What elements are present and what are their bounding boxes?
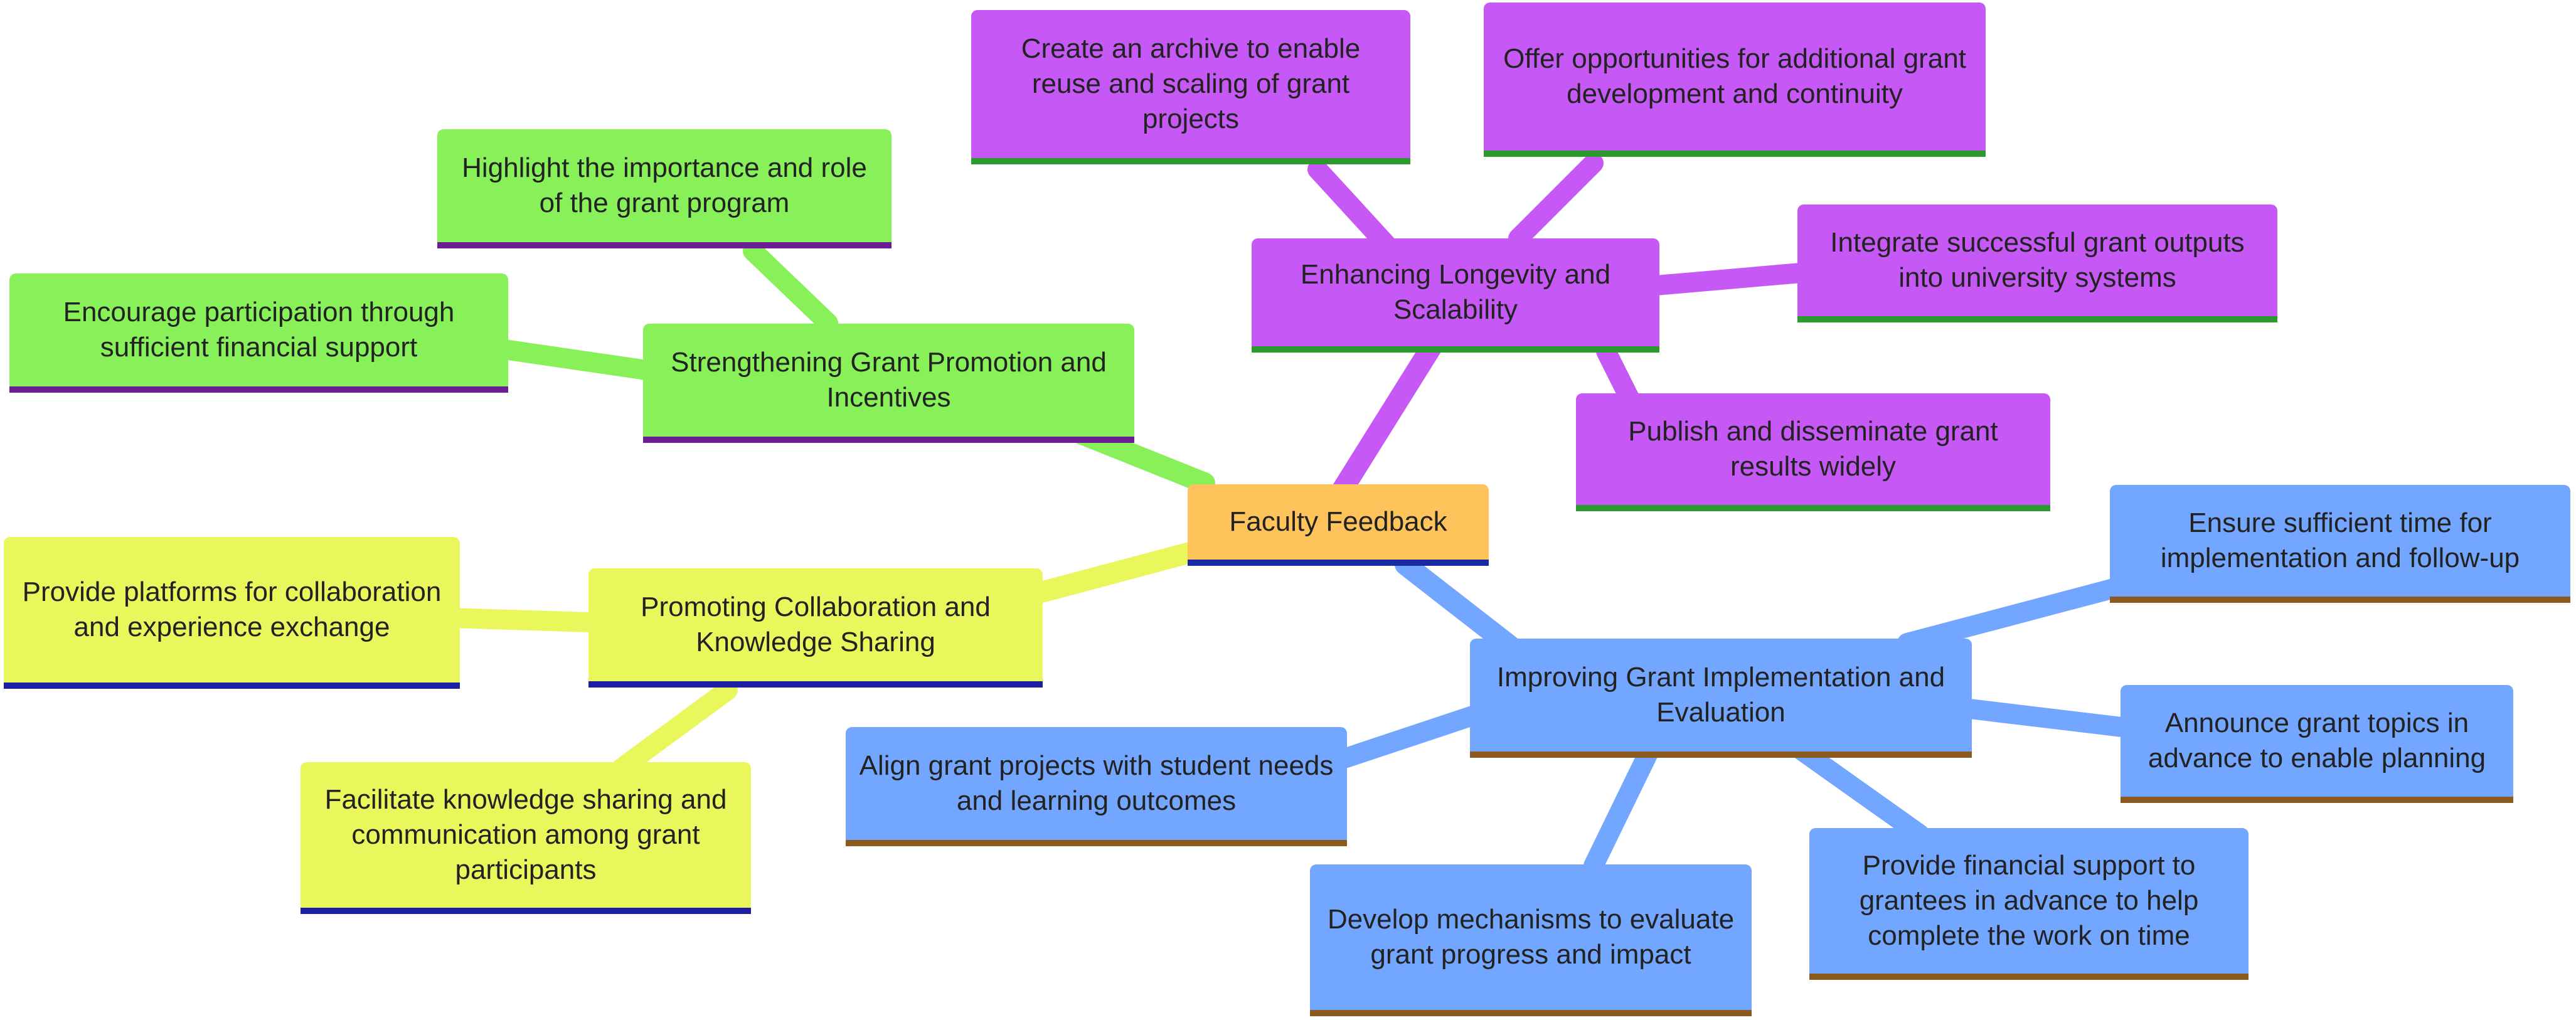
longevity-item-publish: Publish and disseminate grant results wi… — [1576, 393, 2050, 511]
implementation-item-topics-label: Announce grant topics in advance to enab… — [2148, 707, 2486, 773]
implementation-item-support: Provide financial support to grantees in… — [1809, 828, 2249, 980]
implementation-item-align: Align grant projects with student needs … — [846, 727, 1347, 846]
link-longevity-child-3 — [1646, 263, 1811, 295]
longevity-item-integrate-label: Integrate successful grant outputs into … — [1830, 226, 2245, 293]
longevity-item-opportunities: Offer opportunities for additional grant… — [1484, 3, 1986, 157]
link-longevity-child-1 — [1307, 159, 1397, 255]
central-topic-label: Faculty Feedback — [1229, 506, 1447, 537]
collaboration-item-platforms: Provide platforms for collaboration and … — [4, 537, 460, 689]
link-center-implementation — [1395, 554, 1529, 663]
collaboration-item-platforms-label: Provide platforms for collaboration and … — [22, 576, 442, 642]
link-longevity-child-4 — [1596, 341, 1641, 412]
longevity-item-integrate: Integrate successful grant outputs into … — [1797, 205, 2277, 322]
branch-implementation-label: Improving Grant Implementation and Evalu… — [1496, 661, 1945, 728]
link-longevity-child-2 — [1508, 153, 1604, 248]
implementation-item-mechanisms-label: Develop mechanisms to evaluate grant pro… — [1327, 903, 1735, 970]
implementation-item-time: Ensure sufficient time for implementatio… — [2110, 485, 2570, 603]
longevity-item-archive: Create an archive to enable reuse and sc… — [971, 10, 1410, 164]
branch-promotion: Strengthening Grant Promotion and Incent… — [643, 324, 1134, 443]
branch-longevity-label: Enhancing Longevity and Scalability — [1300, 258, 1611, 325]
link-implementation-child-4 — [1583, 740, 1660, 876]
branch-longevity: Enhancing Longevity and Scalability — [1252, 238, 1659, 353]
branch-collaboration: Promoting Collaboration and Knowledge Sh… — [588, 568, 1043, 688]
collaboration-item-knowledge-label: Facilitate knowledge sharing and communi… — [324, 784, 727, 886]
implementation-item-align-label: Align grant projects with student needs … — [859, 750, 1334, 816]
promotion-item-importance: Highlight the importance and role of the… — [437, 129, 891, 248]
link-implementation-child-2 — [1960, 699, 2137, 738]
collaboration-item-knowledge: Facilitate knowledge sharing and communi… — [301, 762, 751, 914]
central-topic: Faculty Feedback — [1188, 484, 1489, 566]
implementation-item-time-label: Ensure sufficient time for implementatio… — [2160, 507, 2520, 573]
implementation-item-support-label: Provide financial support to grantees in… — [1859, 849, 2199, 952]
longevity-item-archive-label: Create an archive to enable reuse and sc… — [1021, 33, 1361, 135]
branch-promotion-label: Strengthening Grant Promotion and Incent… — [671, 346, 1107, 413]
longevity-item-opportunities-label: Offer opportunities for additional grant… — [1503, 43, 1966, 109]
link-implementation-child-1 — [1897, 576, 2131, 653]
link-collaboration-child-1 — [442, 608, 600, 632]
promotion-item-financial-label: Encourage participation through sufficie… — [63, 296, 455, 363]
promotion-item-financial: Encourage participation through sufficie… — [9, 274, 508, 393]
promotion-item-importance-label: Highlight the importance and role of the… — [462, 152, 867, 218]
implementation-item-mechanisms: Develop mechanisms to evaluate grant pro… — [1310, 864, 1752, 1016]
link-implementation-child-3 — [1791, 740, 1930, 844]
longevity-item-publish-label: Publish and disseminate grant results wi… — [1628, 415, 1998, 482]
branch-implementation: Improving Grant Implementation and Evalu… — [1470, 639, 1972, 758]
implementation-item-topics: Announce grant topics in advance to enab… — [2121, 685, 2513, 803]
link-center-longevity — [1332, 328, 1447, 500]
link-implementation-child-5 — [1333, 705, 1484, 769]
link-collaboration-child-2 — [611, 680, 738, 778]
link-promotion-child-1 — [743, 241, 838, 333]
link-promotion-child-2 — [486, 338, 656, 380]
branch-collaboration-label: Promoting Collaboration and Knowledge Sh… — [641, 591, 991, 657]
